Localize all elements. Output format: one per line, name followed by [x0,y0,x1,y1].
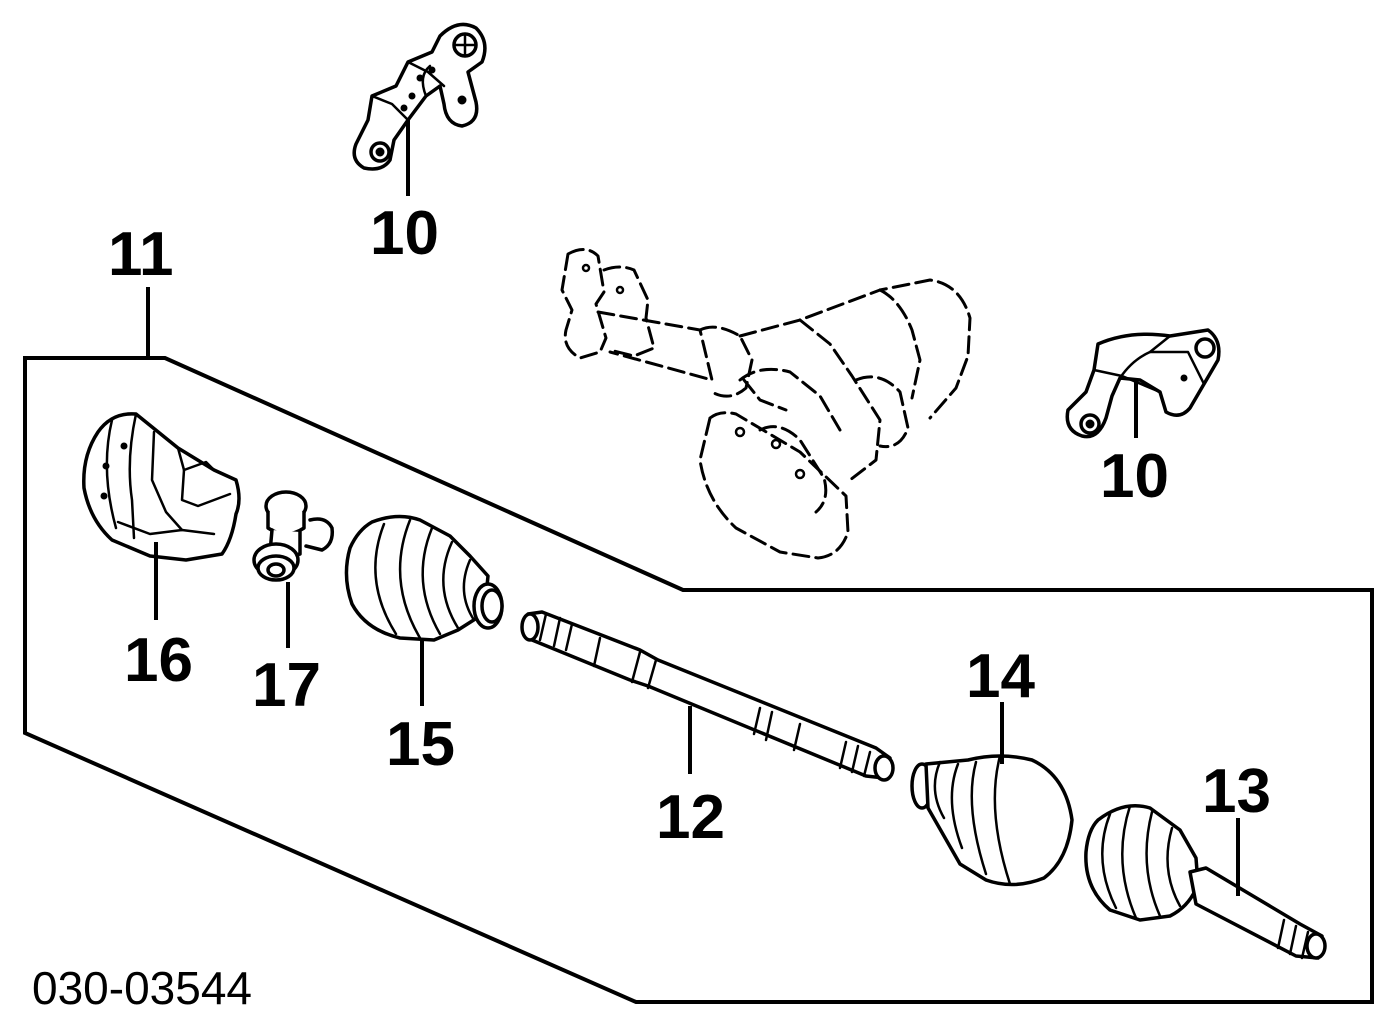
callout-17: 17 [252,651,321,720]
callout-11: 11 [108,220,174,289]
mount-bracket-upper [352,22,487,171]
axle-shaft [520,610,895,782]
assembly-outline [23,356,1374,1004]
callout-12: 12 [656,783,725,852]
mount-bracket-right [1065,328,1221,439]
tripod-spider [252,490,335,582]
callout-13: 13 [1202,757,1271,826]
callout-16: 16 [124,626,193,695]
callout-10-upper: 10 [370,199,439,268]
callout-15: 15 [386,710,455,779]
reference-number: 030-03544 [32,962,252,1009]
callout-10-right: 10 [1100,442,1169,511]
outer-cv-joint [1084,804,1327,960]
differential-housing-reference [560,248,972,560]
outer-cv-boot [910,754,1074,887]
inner-joint-housing [82,412,241,562]
callout-14: 14 [966,642,1035,711]
inner-cv-boot [344,514,504,642]
